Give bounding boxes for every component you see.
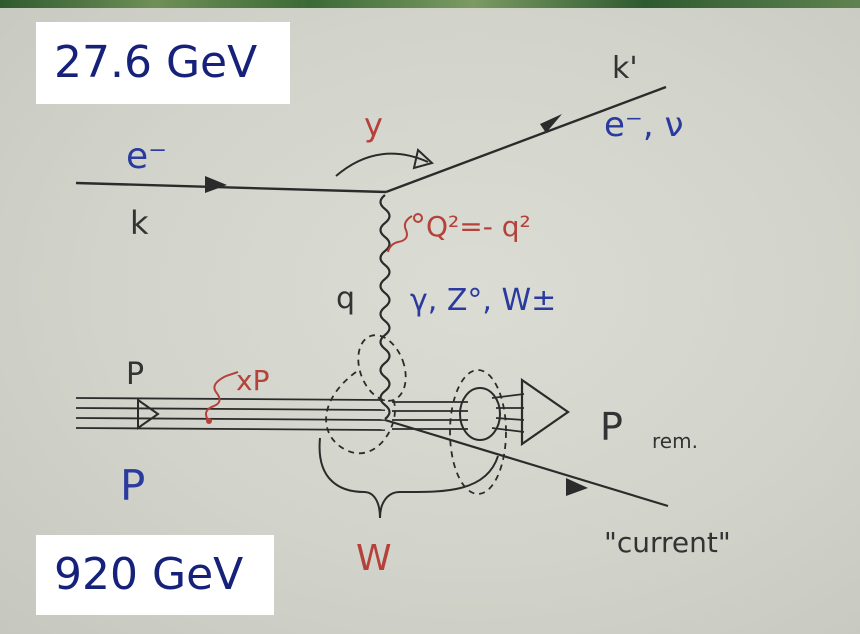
exchange-momentum-label: q	[336, 281, 355, 316]
parton-fraction-squiggle	[205, 371, 239, 421]
incoming-lepton-label: e⁻	[126, 136, 167, 177]
electron-beam-energy: 27.6 GeV	[54, 37, 258, 88]
proton-top-label: P	[126, 357, 144, 392]
inelasticity-label: y	[364, 106, 383, 144]
incoming-electron-arrow-icon	[205, 176, 227, 193]
current-jet-label: "current"	[604, 526, 731, 559]
remnant-label: P	[600, 405, 623, 449]
q-squared-dot	[413, 213, 423, 223]
outgoing-electron-arrow-icon	[540, 114, 562, 133]
proton-line-4	[75, 427, 386, 431]
parton-fraction-dot	[206, 418, 212, 424]
outgoing-electron-line	[385, 85, 667, 194]
parton-fraction-label: xP	[236, 364, 269, 397]
current-jet-arrow-icon	[566, 478, 588, 496]
paper-sheet	[0, 8, 860, 634]
remnant-blob	[459, 387, 501, 441]
remnant-fan-3	[495, 417, 525, 421]
remnant-fan-4	[491, 427, 525, 433]
hadronic-mass-label: W	[356, 538, 392, 579]
hadronic-mass-brace	[318, 437, 499, 519]
hadronic-system-dashed-loop	[325, 371, 396, 454]
proton-line-3	[75, 417, 386, 421]
proton-beam-energy-box: 920 GeV	[36, 535, 274, 615]
incoming-momentum-label: k	[130, 204, 149, 242]
proton-line-1	[75, 397, 386, 401]
outgoing-lepton-label: e⁻, ν	[604, 105, 683, 145]
exchange-bosons-label: γ, Z°, W±	[410, 283, 556, 318]
q-squared-squiggle	[387, 215, 413, 253]
proton-beam-energy: 920 GeV	[54, 549, 244, 600]
q-squared-label: Q²=- q²	[426, 210, 531, 243]
remnant-arrow-icon	[520, 377, 570, 447]
y-arrowhead-icon	[412, 148, 434, 170]
electron-beam-energy-box: 27.6 GeV	[36, 22, 290, 104]
incoming-electron-line	[75, 181, 387, 194]
proton-arrow-icon	[137, 398, 160, 430]
y-curved-arrow	[335, 152, 429, 177]
proton-line-2	[75, 407, 386, 411]
remnant-fan-1	[491, 393, 525, 399]
remnant-subscript: rem.	[652, 429, 698, 453]
outgoing-momentum-label: k'	[612, 51, 638, 86]
exchange-boson-wavy-line	[379, 194, 391, 420]
remnant-dashed-loop	[449, 369, 507, 495]
proton-bottom-label: P	[120, 461, 145, 510]
current-jet-line	[384, 418, 669, 508]
